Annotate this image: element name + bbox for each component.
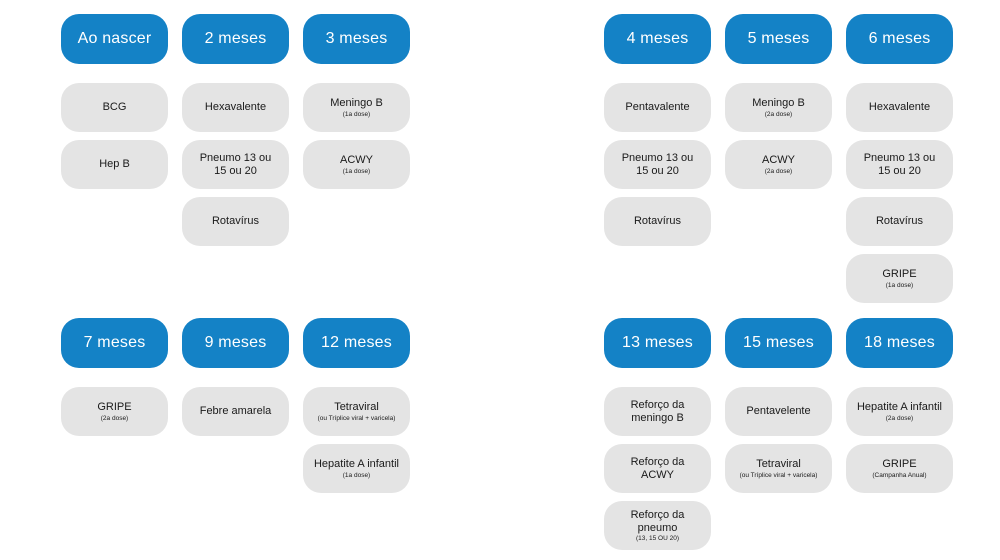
- age-header-6-meses: 6 meses: [846, 14, 953, 64]
- vaccine-dose-note: (ou Tríplice viral + varicela): [317, 414, 396, 422]
- vaccine-pill-hep-b: Hep B: [61, 140, 168, 189]
- age-header-13-meses: 13 meses: [604, 318, 711, 368]
- vaccine-name: BCG: [102, 101, 127, 114]
- vaccine-pill-rotavirus: Rotavírus: [182, 197, 289, 246]
- vaccine-pill-febre-amarela: Febre amarela: [182, 387, 289, 436]
- vaccine-dose-note: (ou Tríplice viral + varicela): [739, 471, 818, 479]
- vaccine-pill-gripe: GRIPE(2a dose): [61, 387, 168, 436]
- vaccine-name: Rotavírus: [211, 215, 260, 228]
- vaccine-dose-note: (1a dose): [342, 110, 371, 118]
- vaccine-pill-pneumo-13-ou: Pneumo 13 ou 15 ou 20: [846, 140, 953, 189]
- age-header-ao-nascer: Ao nascer: [61, 14, 168, 64]
- vaccine-name: Meningo B: [330, 97, 383, 110]
- age-header-5-meses: 5 meses: [725, 14, 832, 64]
- vaccine-dose-note: (2a dose): [764, 167, 793, 175]
- vaccine-pill-pentavelente: Pentavelente: [725, 387, 832, 436]
- age-header-3-meses: 3 meses: [303, 14, 410, 64]
- vaccine-pill-acwy: ACWY(1a dose): [303, 140, 410, 189]
- vaccine-pill-pneumo-13-ou: Pneumo 13 ou 15 ou 20: [182, 140, 289, 189]
- vaccine-name: Pneumo 13 ou 15 ou 20: [199, 151, 272, 177]
- vaccine-name: Hepatite A infantil: [313, 458, 399, 471]
- vaccine-name: Hexavalente: [204, 101, 267, 114]
- vaccine-name: Pentavalente: [625, 101, 690, 114]
- age-header-15-meses: 15 meses: [725, 318, 832, 368]
- vaccine-pill-hepatite-a-infantil: Hepatite A infantil(2a dose): [846, 387, 953, 436]
- vaccine-dose-note: (1a dose): [342, 167, 371, 175]
- vaccine-dose-note: (1a dose): [885, 281, 914, 289]
- vaccine-pill-rotavirus: Rotavírus: [846, 197, 953, 246]
- vaccine-dose-note: (2a dose): [764, 110, 793, 118]
- vaccine-dose-note: (13, 15 OU 20): [636, 535, 679, 543]
- vaccine-pill-pentavalente: Pentavalente: [604, 83, 711, 132]
- vaccine-name: Febre amarela: [199, 405, 272, 418]
- age-header-4-meses: 4 meses: [604, 14, 711, 64]
- vaccine-pill-hepatite-a-infantil: Hepatite A infantil(1a dose): [303, 444, 410, 493]
- vaccine-name: Tetraviral: [334, 401, 379, 414]
- vaccine-pill-reforco-da: Reforço da meningo B: [604, 387, 711, 436]
- vaccine-name: Hep B: [99, 158, 130, 171]
- vaccine-dose-note: (1a dose): [342, 471, 371, 479]
- vaccine-dose-note: (2a dose): [100, 414, 129, 422]
- vaccine-pill-tetraviral: Tetraviral(ou Tríplice viral + varicela): [725, 444, 832, 493]
- vaccine-name: Meningo B: [752, 97, 805, 110]
- vaccine-name: Rotavírus: [633, 215, 682, 228]
- vaccine-name: Tetraviral: [756, 458, 801, 471]
- vaccine-name: Hexavalente: [868, 101, 931, 114]
- vaccine-name: GRIPE: [882, 268, 917, 281]
- vaccine-pill-bcg: BCG: [61, 83, 168, 132]
- age-header-2-meses: 2 meses: [182, 14, 289, 64]
- vaccine-name: Pentavelente: [746, 405, 811, 418]
- vaccine-dose-note: (2a dose): [885, 414, 914, 422]
- vaccine-name: GRIPE: [97, 401, 132, 414]
- vaccine-pill-meningo-b: Meningo B(2a dose): [725, 83, 832, 132]
- vaccine-name: Rotavírus: [875, 215, 924, 228]
- vaccine-name: GRIPE: [882, 458, 917, 471]
- vaccine-name: Hepatite A infantil: [856, 401, 942, 414]
- vaccine-pill-hexavalente: Hexavalente: [846, 83, 953, 132]
- vaccine-pill-meningo-b: Meningo B(1a dose): [303, 83, 410, 132]
- vaccine-name: Pneumo 13 ou 15 ou 20: [863, 151, 936, 177]
- vaccine-pill-reforco-da: Reforço da ACWY: [604, 444, 711, 493]
- vaccine-pill-gripe: GRIPE(1a dose): [846, 254, 953, 303]
- vaccine-pill-tetraviral: Tetraviral(ou Tríplice viral + varicela): [303, 387, 410, 436]
- vaccine-name: ACWY: [762, 154, 795, 167]
- vaccine-pill-rotavirus: Rotavírus: [604, 197, 711, 246]
- vaccine-name: Pneumo 13 ou 15 ou 20: [621, 151, 694, 177]
- age-header-7-meses: 7 meses: [61, 318, 168, 368]
- vaccine-name: Reforço da meningo B: [630, 398, 685, 424]
- vaccine-dose-note: (Campanha Anual): [872, 471, 927, 479]
- age-header-12-meses: 12 meses: [303, 318, 410, 368]
- vaccine-name: Reforço da pneumo: [630, 508, 685, 534]
- vaccine-pill-gripe: GRIPE(Campanha Anual): [846, 444, 953, 493]
- age-header-18-meses: 18 meses: [846, 318, 953, 368]
- vaccine-pill-reforco-da: Reforço da pneumo(13, 15 OU 20): [604, 501, 711, 550]
- vaccine-pill-acwy: ACWY(2a dose): [725, 140, 832, 189]
- vaccine-name: ACWY: [340, 154, 373, 167]
- vaccine-pill-hexavalente: Hexavalente: [182, 83, 289, 132]
- age-header-9-meses: 9 meses: [182, 318, 289, 368]
- vaccine-name: Reforço da ACWY: [630, 455, 685, 481]
- vaccine-pill-pneumo-13-ou: Pneumo 13 ou 15 ou 20: [604, 140, 711, 189]
